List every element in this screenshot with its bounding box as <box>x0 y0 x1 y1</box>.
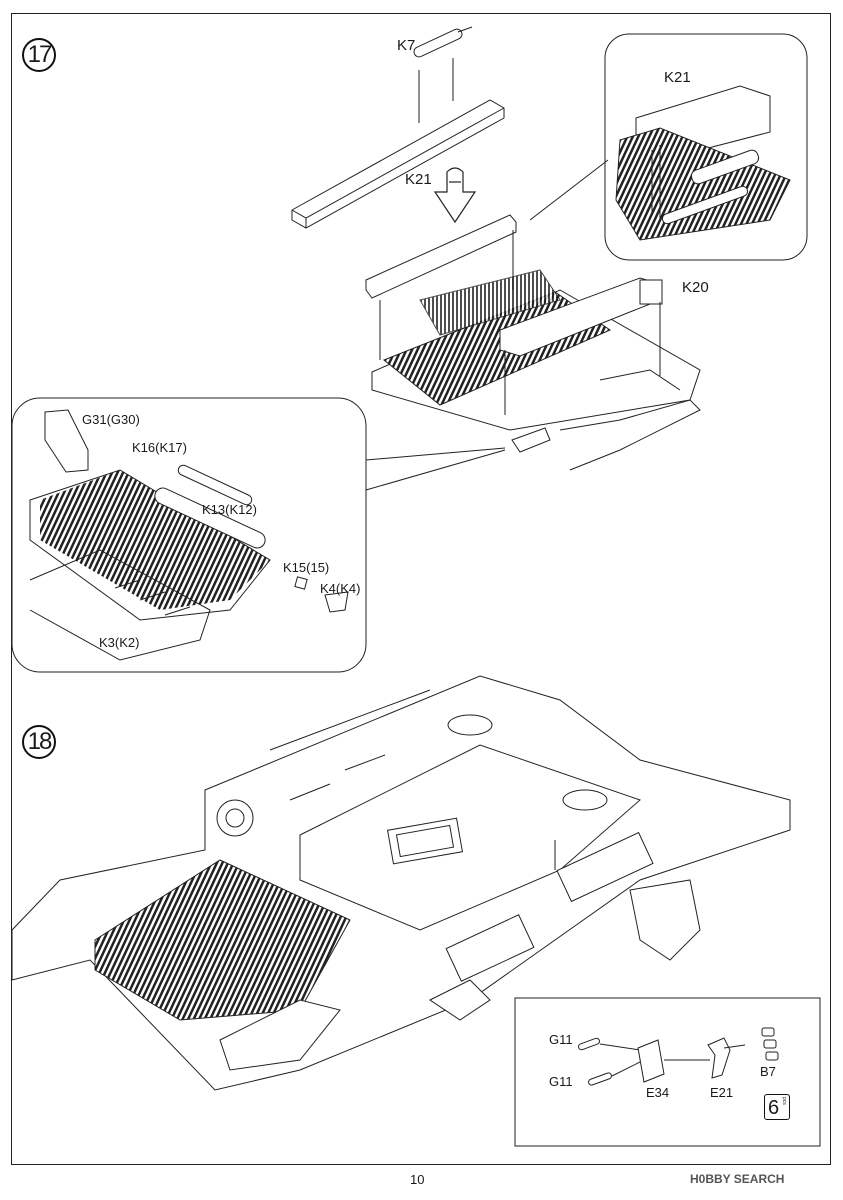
label-k21-main: K21 <box>405 171 432 188</box>
quantity-value: 6 <box>768 1097 780 1119</box>
page-number: 10 <box>410 1172 425 1187</box>
label-e34: E34 <box>646 1085 670 1100</box>
label-g11-bottom: G11 <box>549 1074 573 1089</box>
label-k21-callout: K21 <box>664 69 691 86</box>
step-17-number: 17 <box>22 38 56 72</box>
step18-hull <box>11 675 791 1091</box>
label-k13: K13(K12) <box>202 502 257 517</box>
label-k16: K16(K17) <box>132 440 187 455</box>
label-k7: K7 <box>397 37 416 54</box>
step17-k21-rail <box>291 58 505 229</box>
step17-callout-left <box>11 397 506 673</box>
watermark: H0BBY SEARCH <box>690 1172 785 1186</box>
quantity-unit: pcs <box>781 1097 787 1105</box>
label-k15: K15(15) <box>283 560 330 575</box>
step17-callout-top <box>529 33 808 261</box>
step17-k7-part <box>413 26 473 58</box>
step-18-number: 18 <box>22 725 56 759</box>
step17-arrow <box>433 167 477 224</box>
quantity-badge: 6 pcs <box>764 1094 790 1120</box>
label-k20: K20 <box>682 279 709 296</box>
label-e21: E21 <box>710 1085 734 1100</box>
label-g31: G31(G30) <box>82 412 140 427</box>
label-b7: B7 <box>760 1064 776 1079</box>
step17-hull-assembly <box>365 214 701 471</box>
step18-subassembly-box <box>514 997 821 1147</box>
label-k3: K3(K2) <box>99 635 140 650</box>
label-g11-top: G11 <box>549 1032 573 1047</box>
label-k4: K4(K4) <box>320 581 361 596</box>
